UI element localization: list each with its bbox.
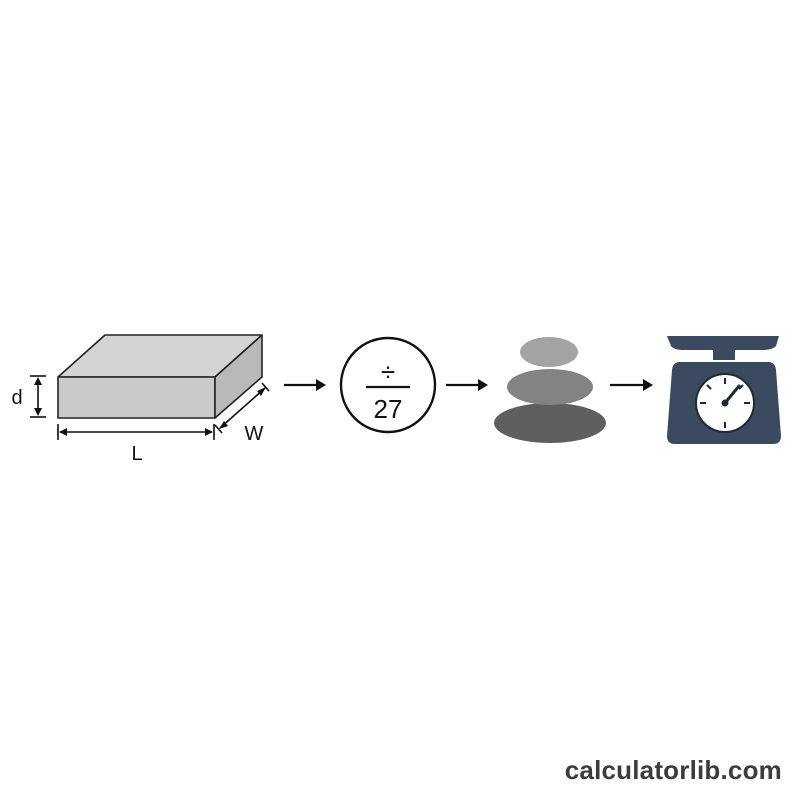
- slab-side-face: [214, 334, 263, 419]
- scale-neck: [713, 348, 735, 360]
- width-label: W: [245, 423, 264, 445]
- divide-symbol: ÷: [381, 357, 395, 387]
- scale-tray: [667, 336, 779, 350]
- site-watermark: calculatorlib.com: [564, 755, 782, 785]
- length-dimension: [57, 424, 215, 440]
- arrow-right-icon: [284, 379, 326, 391]
- stone-top: [520, 337, 578, 367]
- stone-bottom: [494, 403, 606, 443]
- slab-icon: [57, 334, 263, 419]
- divisor-value: 27: [374, 394, 403, 424]
- scale-needle: [723, 384, 741, 405]
- stone-pile-icon: [494, 337, 606, 443]
- weighing-scale-icon: [667, 336, 781, 444]
- arrow-right-icon: [446, 379, 488, 391]
- length-label: L: [131, 443, 142, 465]
- width-dimension: [214, 382, 270, 434]
- scale-dial-hub: [721, 399, 729, 407]
- arrow-right-icon: [610, 379, 653, 391]
- depth-label: d: [11, 387, 22, 409]
- slab-front-face: [57, 376, 216, 419]
- depth-dimension: [30, 375, 46, 418]
- divide-circle: [339, 336, 437, 434]
- stone-middle: [507, 369, 593, 405]
- divide-by-27-icon: ÷ 27: [339, 336, 437, 434]
- scale-dial-ticks: [700, 378, 750, 428]
